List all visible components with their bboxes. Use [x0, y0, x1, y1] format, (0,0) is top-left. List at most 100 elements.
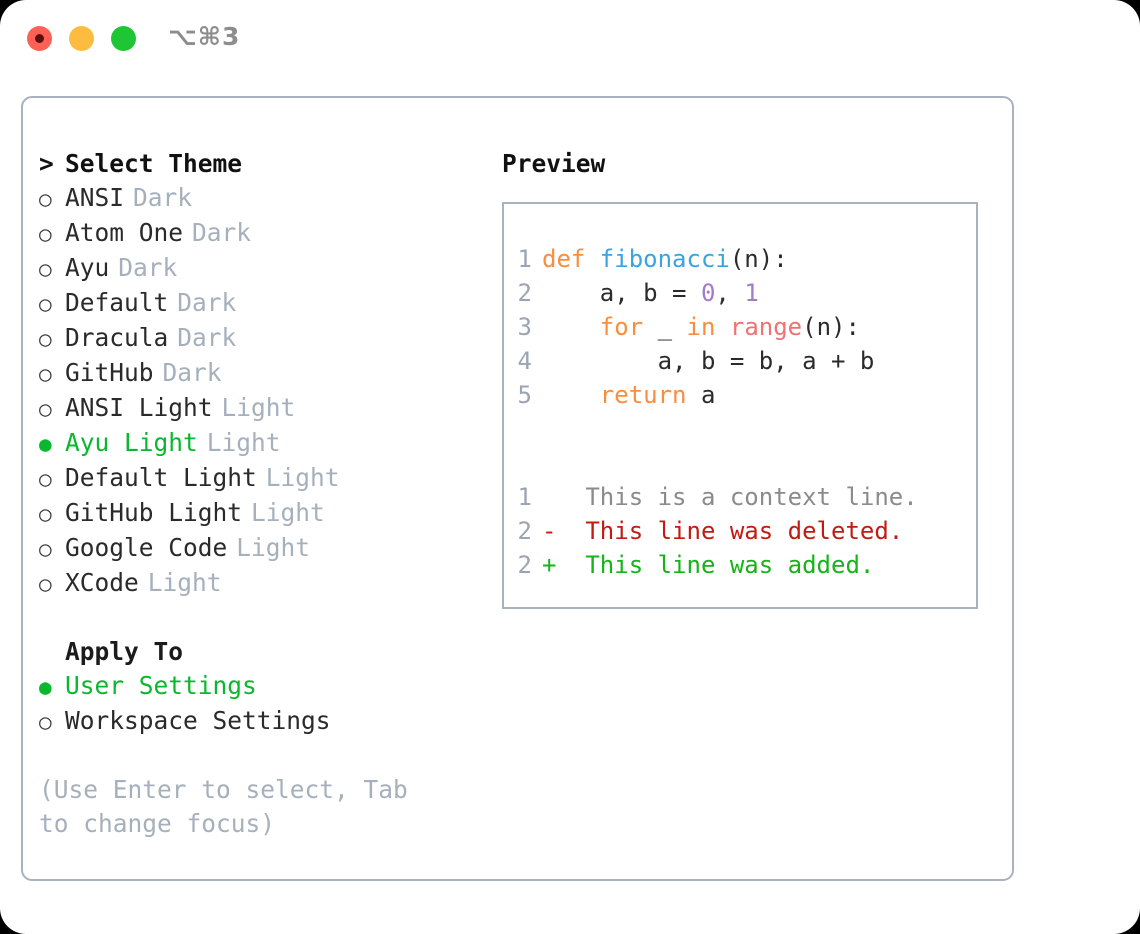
- diff-sign: +: [542, 551, 557, 579]
- apply-to-option-label: User Settings: [65, 671, 257, 700]
- theme-option-tag: Dark: [162, 358, 222, 387]
- code-token: [715, 313, 729, 341]
- theme-option-tag: Light: [147, 568, 222, 597]
- maximize-button[interactable]: [111, 26, 136, 51]
- line-number: 2: [517, 517, 532, 545]
- code-token: _: [643, 313, 687, 341]
- theme-picker-header: > Select Theme: [39, 147, 479, 181]
- code-content: def fibonacci(n):: [542, 242, 788, 276]
- theme-option-tag: Light: [236, 533, 311, 562]
- code-token: a: [686, 381, 716, 409]
- theme-option-tag: Light: [265, 463, 340, 492]
- code-token: ,: [715, 279, 745, 307]
- code-content: for _ in range(n):: [542, 310, 860, 344]
- code-token: [542, 381, 600, 409]
- theme-option-ansi-light[interactable]: ○ ANSI Light Light: [39, 391, 479, 426]
- list-spacer: [39, 601, 479, 635]
- line-number: 2: [517, 551, 532, 579]
- line-number: 5: [517, 381, 532, 409]
- preview-column: Preview 1 def fibonacci(n): 2 a, b = 0, …: [502, 147, 992, 609]
- code-token: a, b =: [542, 279, 701, 307]
- theme-option-label: Default Light: [65, 463, 257, 492]
- theme-option-xcode[interactable]: ○ XCode Light: [39, 566, 479, 601]
- code-token: range: [729, 313, 803, 341]
- code-line: 3 for _ in range(n):: [504, 310, 976, 344]
- radio-on-icon: ●: [39, 432, 52, 456]
- diff-text: This line was deleted.: [585, 517, 904, 545]
- theme-option-label: GitHub Light: [65, 498, 243, 527]
- theme-option-dracula[interactable]: ○ Dracula Dark: [39, 321, 479, 356]
- theme-option-label: Ayu Light: [65, 428, 198, 457]
- code-token: 0: [700, 279, 716, 307]
- theme-option-label: Google Code: [65, 533, 228, 562]
- line-number: 3: [517, 313, 532, 341]
- code-line: 1 def fibonacci(n):: [504, 242, 976, 276]
- theme-option-ayu[interactable]: ○ Ayu Dark: [39, 251, 479, 286]
- radio-off-icon: ○: [39, 362, 52, 386]
- theme-option-label: XCode: [65, 568, 139, 597]
- radio-off-icon: ○: [39, 222, 52, 246]
- page-title: Select Theme: [65, 149, 243, 178]
- theme-option-label: GitHub: [65, 358, 154, 387]
- apply-to-option-workspace-settings[interactable]: ○ Workspace Settings: [39, 704, 479, 739]
- theme-option-ansi[interactable]: ○ ANSI Dark: [39, 181, 479, 216]
- theme-option-label: ANSI Light: [65, 393, 213, 422]
- minimize-button[interactable]: [69, 26, 94, 51]
- caret-icon: >: [39, 149, 54, 178]
- theme-option-atom-one[interactable]: ○ Atom One Dark: [39, 216, 479, 251]
- code-blank-line: [504, 446, 976, 480]
- theme-option-tag: Dark: [177, 323, 237, 352]
- radio-off-icon: ○: [39, 327, 52, 351]
- theme-option-github[interactable]: ○ GitHub Dark: [39, 356, 479, 391]
- theme-option-label: ANSI: [65, 183, 125, 212]
- diff-sign: [542, 480, 556, 514]
- theme-option-github-light[interactable]: ○ GitHub Light Light: [39, 496, 479, 531]
- theme-option-label: Ayu: [65, 253, 110, 282]
- theme-option-google-code[interactable]: ○ Google Code Light: [39, 531, 479, 566]
- theme-option-label: Dracula: [65, 323, 169, 352]
- keyboard-shortcut-label: ⌥⌘3: [168, 22, 241, 51]
- theme-option-tag: Light: [206, 428, 281, 457]
- code-token: def: [542, 245, 600, 273]
- diff-line-added: 2 + This line was added.: [504, 548, 976, 582]
- diff-line-context: 1 This is a context line.: [504, 480, 976, 514]
- apply-to-header: ○ Apply To: [39, 635, 479, 669]
- theme-option-default-light[interactable]: ○ Default Light Light: [39, 461, 479, 496]
- theme-option-tag: Dark: [133, 183, 193, 212]
- diff-line-deleted: 2 - This line was deleted.: [504, 514, 976, 548]
- radio-on-icon: ●: [39, 675, 52, 699]
- code-content: return a: [542, 378, 716, 412]
- theme-option-tag: Dark: [177, 288, 237, 317]
- code-blank-line: [504, 412, 976, 446]
- title-bar: ⌥⌘3: [0, 0, 1140, 78]
- code-content: a, b = b, a + b: [542, 344, 875, 378]
- line-number: 2: [517, 279, 532, 307]
- code-token: (n):: [802, 313, 860, 341]
- radio-off-icon: ○: [39, 502, 52, 526]
- theme-option-ayu-light[interactable]: ● Ayu Light Light: [39, 426, 479, 461]
- theme-option-tag: Dark: [118, 253, 178, 282]
- diff-content: [556, 480, 585, 514]
- apply-to-option-label: Workspace Settings: [65, 706, 331, 735]
- keyboard-hint-text: (Use Enter to select, Tab to change focu…: [39, 775, 408, 838]
- preview-box: 1 def fibonacci(n): 2 a, b = 0, 1 3 for …: [502, 202, 978, 609]
- code-token: 1: [744, 279, 759, 307]
- radio-off-icon: ○: [39, 187, 52, 211]
- radio-off-icon: ○: [39, 710, 52, 734]
- diff-sign: -: [542, 517, 557, 545]
- radio-off-icon: ○: [39, 572, 52, 596]
- code-line: 5 return a: [504, 378, 976, 412]
- theme-picker-column: > Select Theme ○ ANSI Dark ○ Atom One Da…: [39, 147, 479, 841]
- theme-option-tag: Light: [251, 498, 325, 527]
- apply-to-option-user-settings[interactable]: ● User Settings: [39, 669, 479, 704]
- code-line: 2 a, b = 0, 1: [504, 276, 976, 310]
- radio-off-icon: ○: [39, 537, 52, 561]
- code-token: [542, 313, 600, 341]
- radio-off-icon: ○: [39, 292, 52, 316]
- diff-text: This line was added.: [585, 551, 875, 579]
- diff-content: [556, 548, 585, 582]
- close-button[interactable]: [27, 26, 52, 51]
- theme-option-default[interactable]: ○ Default Dark: [39, 286, 479, 321]
- code-line: 4 a, b = b, a + b: [504, 344, 976, 378]
- line-number: 1: [517, 245, 532, 273]
